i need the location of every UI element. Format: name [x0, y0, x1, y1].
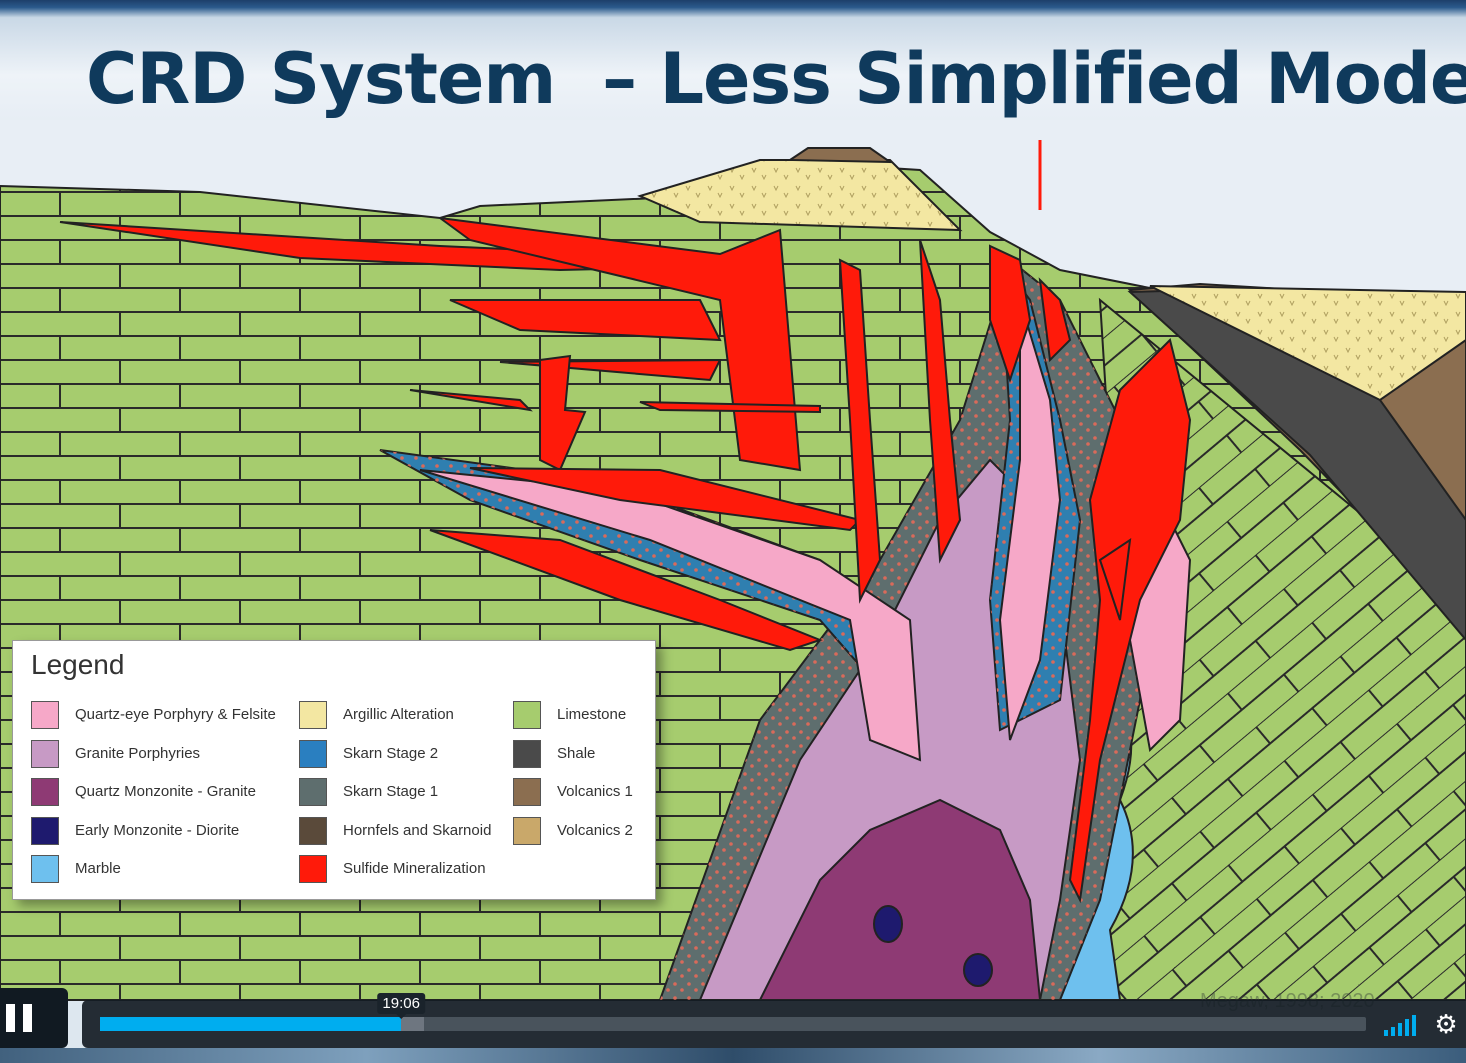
legend-label: Volcanics 1	[557, 783, 633, 800]
legend-swatch	[299, 739, 327, 768]
legend-box: Legend Quartz-eye Porphyry & Felsite Gra…	[12, 640, 656, 900]
volume-icon[interactable]	[1384, 1014, 1420, 1036]
legend-label: Volcanics 2	[557, 821, 633, 839]
settings-gear-icon[interactable]: ⚙	[1434, 1009, 1458, 1039]
legend-label: Argillic Alteration	[343, 706, 454, 723]
legend-title: Legend	[31, 649, 125, 680]
legend-label: Quartz Monzonite - Granite	[75, 783, 256, 800]
pause-icon	[23, 1004, 32, 1032]
legend-label: Sulfide Mineralization	[343, 860, 486, 877]
legend-swatch	[513, 816, 541, 845]
slide-title: CRD System – Less Simplified Model	[86, 38, 1466, 120]
legend-swatch	[299, 778, 327, 806]
legend-label: Hornfels and Skarnoid	[343, 821, 492, 839]
bottom-strip	[0, 1048, 1466, 1063]
pause-icon	[6, 1004, 15, 1032]
slide-header	[0, 0, 1466, 125]
legend-label: Shale	[557, 744, 596, 762]
time-tooltip: 19:06	[377, 993, 425, 1019]
legend-swatch	[31, 701, 59, 729]
pause-button[interactable]	[0, 988, 68, 1048]
legend-swatch	[299, 855, 327, 883]
legend-label: Quartz-eye Porphyry & Felsite	[75, 706, 276, 723]
played-bar	[100, 1017, 402, 1031]
legend-swatch	[31, 778, 59, 806]
legend-label: Marble	[75, 860, 121, 877]
control-bar: 19:06 ⚙	[82, 993, 1466, 1048]
legend-swatch	[299, 701, 327, 729]
legend-swatch	[513, 739, 541, 768]
progress-track[interactable]: 19:06	[100, 993, 1366, 1031]
legend-swatch	[31, 816, 59, 845]
legend-swatch	[31, 739, 59, 768]
legend-swatch	[299, 816, 327, 845]
legend-label: Skarn Stage 1	[343, 783, 439, 800]
legend-label: Skarn Stage 2	[343, 744, 439, 762]
legend-label: Early Monzonite - Diorite	[75, 821, 240, 839]
legend-swatch	[513, 778, 541, 806]
legend-label: Granite Porphyries	[75, 744, 201, 762]
video-controls: 19:06 ⚙	[0, 988, 1466, 1048]
legend-label: Limestone	[557, 706, 627, 723]
legend-swatch	[31, 855, 59, 883]
legend-swatch	[513, 701, 541, 729]
